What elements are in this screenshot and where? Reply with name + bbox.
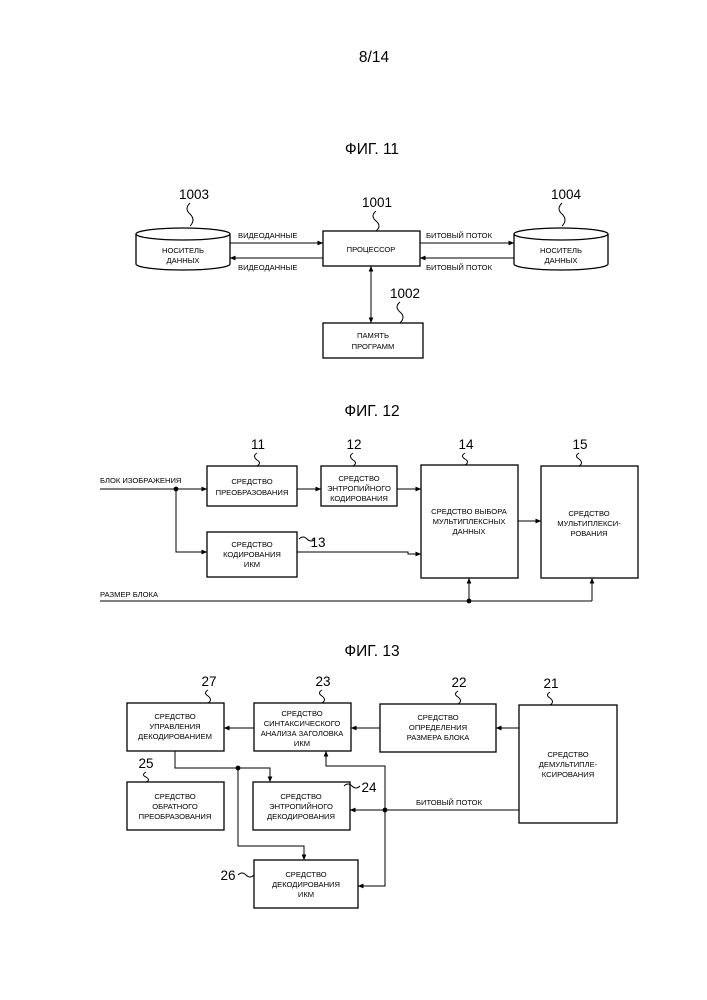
storage-left-line1: НОСИТЕЛЬ: [162, 246, 204, 255]
figure-13: ФИГ. 13 СРЕДСТВО УПРАВЛЕНИЯ ДЕКОДИРОВАНИ…: [127, 643, 617, 908]
storage-left-number: 1003: [179, 187, 209, 202]
fig11-title: ФИГ. 11: [345, 141, 399, 158]
transform-block: [207, 466, 297, 506]
block14-line3: ДАННЫХ: [453, 527, 486, 536]
block13-line1: СРЕДСТВО: [231, 540, 272, 549]
block14-number: 14: [458, 437, 474, 452]
block15-number: 15: [572, 437, 587, 452]
storage-right-line1: НОСИТЕЛЬ: [540, 246, 582, 255]
block22-number: 22: [451, 675, 466, 690]
block11-number: 11: [251, 437, 265, 452]
block12-line3: КОДИРОВАНИЯ: [330, 494, 388, 503]
storage-right-cylinder: НОСИТЕЛЬ ДАННЫХ: [514, 228, 608, 270]
storage-left-line2: ДАННЫХ: [167, 256, 200, 265]
bitstream-out-label: БИТОВЫЙ ПОТОК: [426, 231, 493, 240]
processor-leader: [373, 211, 379, 231]
block14-leader: [463, 453, 468, 465]
block12-number: 12: [346, 437, 361, 452]
block23-line1: СРЕДСТВО: [281, 709, 322, 718]
arrow-input-to-pcm: [176, 489, 207, 552]
block25-number: 25: [138, 756, 153, 771]
block27-number: 27: [201, 674, 216, 689]
block25-line3: ПРЕОБРАЗОВАНИЯ: [139, 812, 212, 821]
block24-number: 24: [361, 780, 377, 795]
fig12-title: ФИГ. 12: [344, 403, 399, 420]
block25-line1: СРЕДСТВО: [154, 792, 195, 801]
block12-line2: ЭНТРОПИЙНОГО: [327, 484, 391, 493]
memory-line2: ПРОГРАММ: [352, 342, 395, 351]
block26-leader: [238, 873, 254, 877]
block21-number: 21: [543, 676, 558, 691]
block26-line2: ДЕКОДИРОВАНИЯ: [272, 880, 340, 889]
block23-number: 23: [315, 674, 330, 689]
memory-leader: [397, 302, 403, 323]
block24-line2: ЭНТРОПИЙНОГО: [269, 802, 333, 811]
figure-12: ФИГ. 12 СРЕДСТВО ПРЕОБРАЗОВАНИЯ 11 СРЕДС…: [100, 403, 638, 603]
block27-line2: УПРАВЛЕНИЯ: [149, 722, 200, 731]
block22-line3: РАЗМЕРА БЛОКА: [407, 733, 471, 742]
block13-line2: КОДИРОВАНИЯ: [223, 550, 281, 559]
block23-line2: СИНТАКСИЧЕСКОГО: [264, 719, 341, 728]
block27-line1: СРЕДСТВО: [154, 712, 195, 721]
block-size-label: РАЗМЕР БЛОКА: [100, 590, 159, 599]
block15-line1: СРЕДСТВО: [568, 509, 609, 518]
block23-leader: [320, 690, 325, 703]
block26-number: 26: [220, 868, 235, 883]
figure-11: ФИГ. 11 НОСИТЕЛЬ ДАННЫХ 1003 ПРОЦЕССОР 1…: [136, 141, 608, 358]
block21-line3: КСИРОВАНИЯ: [542, 770, 594, 779]
block12-leader: [351, 453, 356, 466]
block15-line3: РОВАНИЯ: [570, 529, 607, 538]
memory-number: 1002: [390, 286, 420, 301]
bitstream-in-label: БИТОВЫЙ ПОТОК: [426, 263, 493, 272]
block27-line3: ДЕКОДИРОВАНИЕМ: [138, 732, 212, 741]
block25-line2: ОБРАТНОГО: [152, 802, 198, 811]
video-in-label: ВИДЕОДАННЫЕ: [238, 231, 297, 240]
arrow-bitstream-to-pcm: [358, 810, 385, 886]
video-out-label: ВИДЕОДАННЫЕ: [238, 263, 297, 272]
block15-leader: [577, 453, 582, 466]
page-number: 8/14: [359, 49, 390, 66]
storage-left-cylinder: НОСИТЕЛЬ ДАННЫХ: [136, 228, 230, 270]
block24-line1: СРЕДСТВО: [280, 792, 321, 801]
block13-line3: ИКМ: [244, 560, 260, 569]
bitstream-label: БИТОВЫЙ ПОТОК: [416, 798, 483, 807]
block21-line1: СРЕДСТВО: [547, 750, 588, 759]
block11-line1: СРЕДСТВО: [231, 477, 272, 486]
processor-label: ПРОЦЕССОР: [347, 245, 396, 254]
block24-line3: ДЕКОДИРОВАНИЯ: [267, 812, 335, 821]
fig13-title: ФИГ. 13: [344, 643, 399, 660]
block25-leader: [144, 772, 149, 782]
storage-right-top: [514, 228, 608, 240]
block22-leader: [456, 691, 461, 704]
storage-right-number: 1004: [551, 187, 582, 202]
storage-right-line2: ДАННЫХ: [545, 256, 578, 265]
block13-number: 13: [310, 535, 325, 550]
block14-line2: МУЛЬТИПЛЕКСНЫХ: [433, 517, 506, 526]
block23-line4: ИКМ: [294, 739, 310, 748]
block27-leader: [206, 690, 211, 703]
block11-line2: ПРЕОБРАЗОВАНИЯ: [216, 488, 289, 497]
block21-line2: ДЕМУЛЬТИПЛЕ-: [539, 760, 598, 769]
input-image-block-label: БЛОК ИЗОБРАЖЕНИЯ: [100, 476, 181, 485]
arrow-control-to-entropy: [175, 751, 270, 782]
block26-line3: ИКМ: [298, 890, 314, 899]
storage-left-leader: [187, 203, 193, 226]
block14-line1: СРЕДСТВО ВЫБОРА: [431, 507, 508, 516]
arrow-pcm-to-selector: [297, 552, 421, 554]
block23-line3: АНАЛИЗА ЗАГОЛОВКА: [261, 729, 345, 738]
block12-line1: СРЕДСТВО: [338, 474, 379, 483]
block15-line2: МУЛЬТИПЛЕКСИ-: [557, 519, 621, 528]
memory-line1: ПАМЯТЬ: [357, 331, 389, 340]
storage-left-top: [136, 228, 230, 240]
block21-leader: [548, 692, 553, 705]
block26-line1: СРЕДСТВО: [285, 870, 326, 879]
block22-line1: СРЕДСТВО: [417, 713, 458, 722]
block22-line2: ОПРЕДЕЛЕНИЯ: [409, 723, 467, 732]
memory-box: [323, 323, 423, 358]
processor-number: 1001: [362, 195, 392, 210]
storage-right-leader: [559, 203, 565, 226]
block11-leader: [255, 453, 260, 466]
